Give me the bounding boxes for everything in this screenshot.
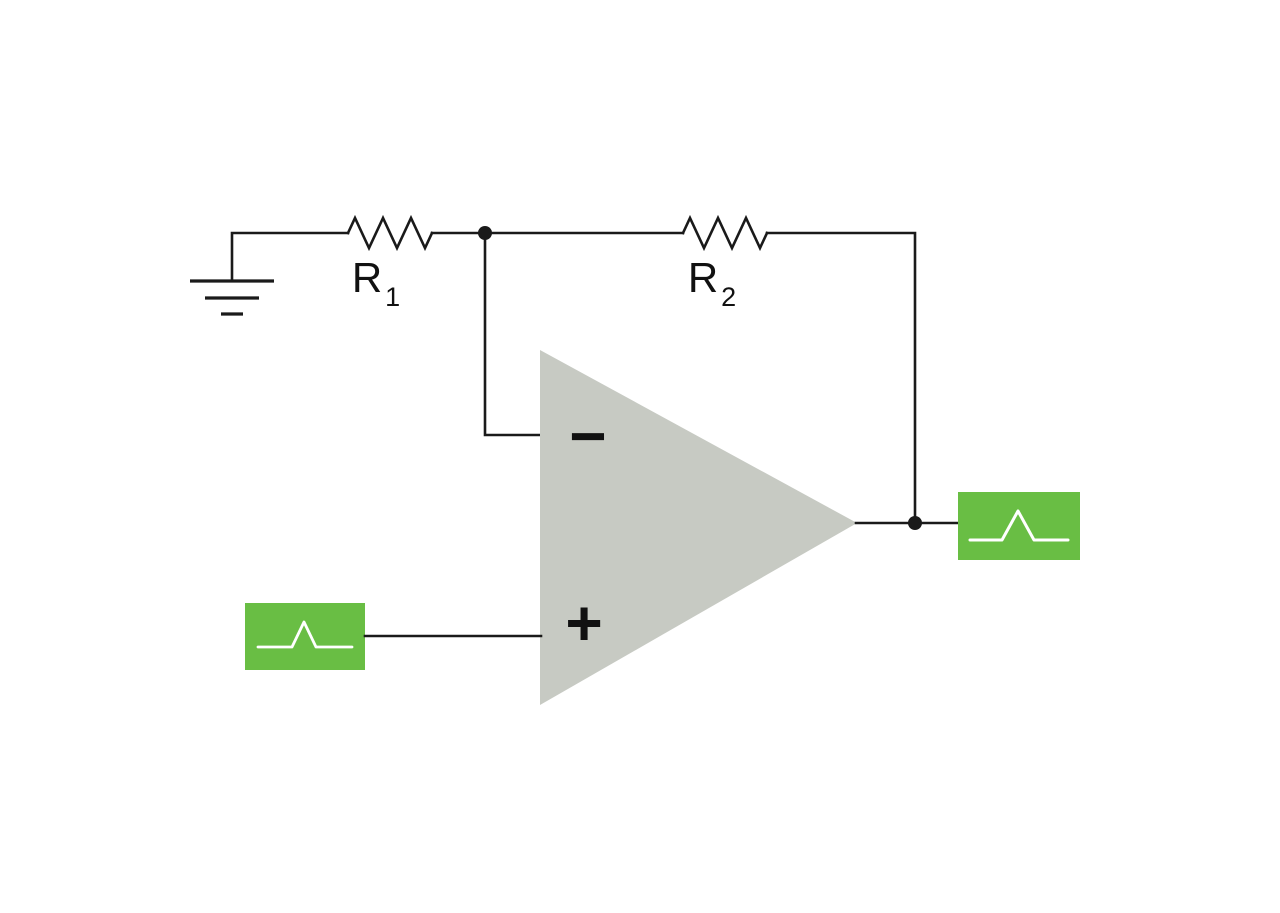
- output-node-dot: [908, 516, 922, 530]
- r1-label-base: R: [352, 254, 382, 301]
- output-signal-box: [958, 492, 1080, 560]
- opamp-triangle: [540, 350, 857, 705]
- inverting-input-sign: −: [569, 400, 606, 472]
- resistor-r1: [346, 214, 434, 252]
- input-pulse-waveform-icon: [256, 620, 354, 649]
- noninverting-input-sign: +: [565, 587, 602, 659]
- wire-ground-to-r1: [230, 231, 350, 283]
- wire-junction-to-inverting-input: [483, 231, 543, 437]
- output-pulse-waveform-icon: [968, 509, 1070, 542]
- resistor-r2: [681, 214, 769, 252]
- r2-label-base: R: [688, 254, 718, 301]
- input-signal-source: [245, 603, 365, 670]
- output-signal-indicator: [958, 492, 1080, 560]
- input-signal-box: [245, 603, 365, 670]
- ground-symbol: [190, 231, 350, 316]
- r2-label-subscript: 2: [721, 282, 736, 312]
- r1-label-subscript: 1: [385, 282, 400, 312]
- wire-r2-to-output-node: [765, 231, 917, 525]
